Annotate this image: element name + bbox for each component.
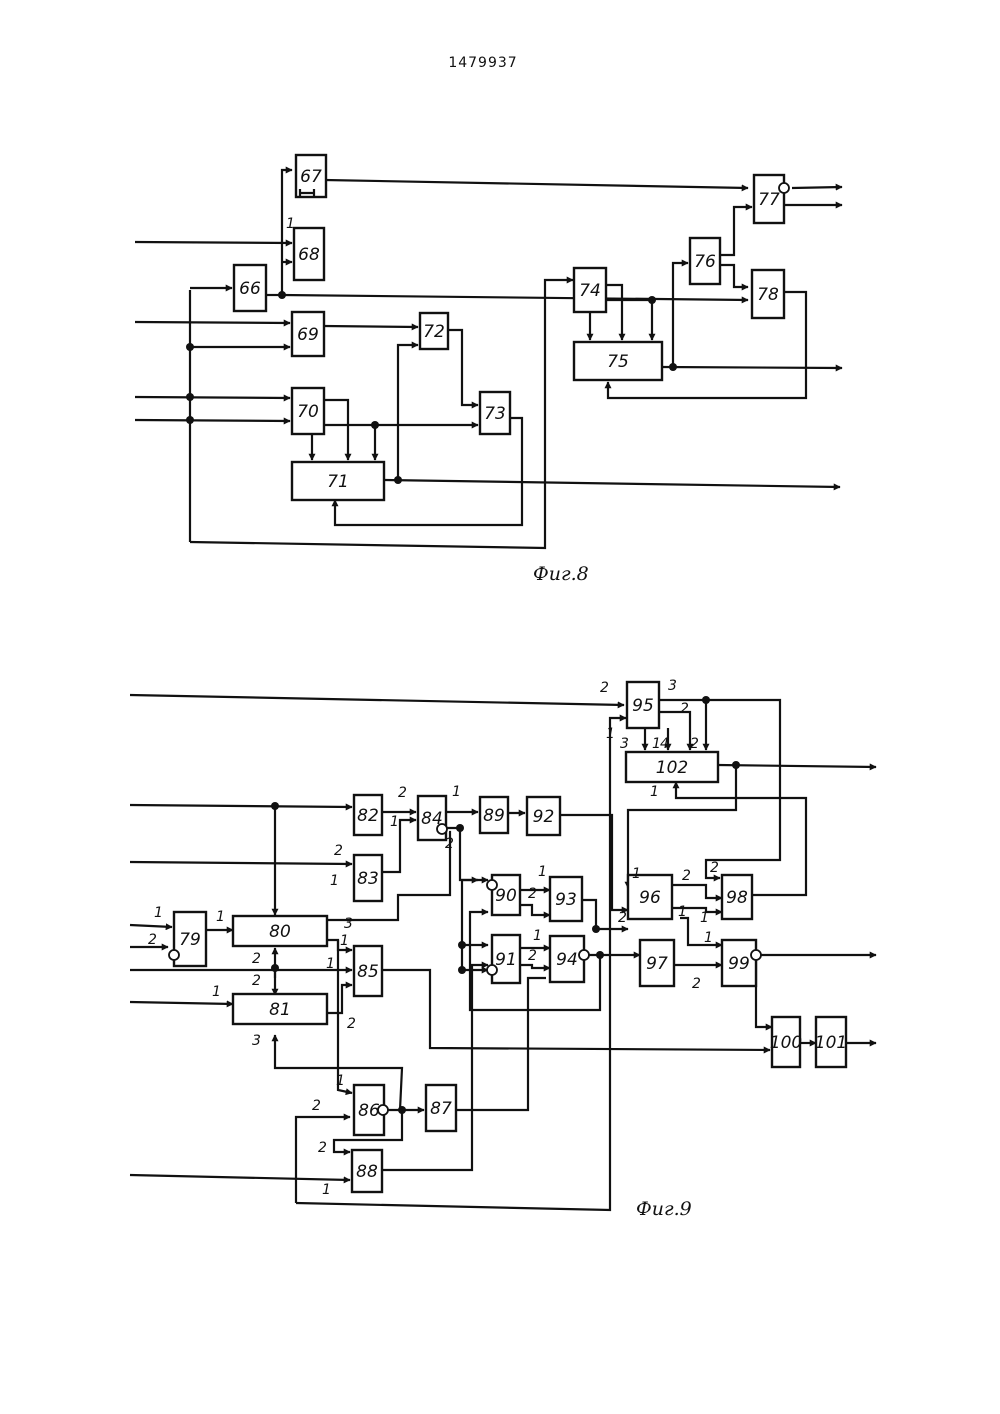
block-label-66: 66 — [239, 279, 261, 299]
svg-text:1: 1 — [632, 866, 641, 882]
block-label-76: 76 — [694, 252, 716, 272]
svg-text:2: 2 — [692, 976, 701, 992]
block-label-86: 86 — [358, 1101, 380, 1121]
svg-text:3: 3 — [252, 1033, 261, 1049]
block-label-70: 70 — [297, 402, 319, 422]
svg-text:4: 4 — [660, 736, 669, 752]
svg-text:1: 1 — [650, 784, 659, 800]
block-label-92: 92 — [533, 807, 555, 827]
svg-text:1: 1 — [606, 726, 615, 742]
svg-text:1: 1 — [452, 784, 461, 800]
block-label-93: 93 — [555, 890, 577, 910]
block-label-101: 101 — [815, 1033, 847, 1053]
block-label-69: 69 — [297, 325, 319, 345]
block-label-98: 98 — [726, 888, 748, 908]
svg-text:1: 1 — [216, 909, 225, 925]
svg-text:2: 2 — [347, 1016, 356, 1032]
svg-text:3: 3 — [668, 678, 677, 694]
block-label-79: 79 — [179, 930, 201, 950]
svg-text:1: 1 — [330, 873, 339, 889]
block-label-68: 68 — [298, 245, 320, 265]
block-label-67: 67 — [300, 167, 322, 187]
svg-text:2: 2 — [682, 868, 691, 884]
figure-8: 66 67 68 69 70 71 72 73 74 75 76 77 78 1 Фиг.8 — [135, 155, 842, 585]
block-label-94: 94 — [556, 950, 578, 970]
svg-text:2: 2 — [680, 701, 689, 717]
svg-text:2: 2 — [445, 836, 454, 852]
svg-text:1: 1 — [533, 928, 542, 944]
fig9-blocks: 7980818283848586878889909192939495969798… — [174, 682, 847, 1192]
figure-9: 7980818283848586878889909192939495969798… — [130, 678, 876, 1220]
block-label-89: 89 — [483, 806, 505, 826]
block-label-83: 83 — [357, 869, 379, 889]
svg-text:1: 1 — [322, 1182, 331, 1198]
svg-text:1: 1 — [336, 1073, 345, 1089]
block-label-100: 100 — [770, 1033, 802, 1053]
block-label-85: 85 — [357, 962, 379, 982]
fig8-wires — [135, 170, 842, 548]
block-label-71: 71 — [327, 472, 349, 492]
svg-text:2: 2 — [148, 932, 157, 948]
fig8-blocks: 66 67 68 69 70 71 72 73 74 75 76 77 78 — [234, 155, 784, 500]
svg-text:1: 1 — [154, 905, 163, 921]
svg-text:2: 2 — [690, 736, 699, 752]
block-label-87: 87 — [430, 1099, 452, 1119]
block-label-102: 102 — [656, 758, 688, 778]
block-label-77: 77 — [758, 190, 780, 210]
svg-text:2: 2 — [398, 785, 407, 801]
block-label-73: 73 — [484, 404, 506, 424]
svg-text:2: 2 — [334, 843, 343, 859]
block-label-78: 78 — [757, 285, 779, 305]
block-label-80: 80 — [269, 922, 291, 942]
block-label-81: 81 — [269, 1000, 291, 1020]
block-label-82: 82 — [357, 806, 379, 826]
svg-text:1: 1 — [700, 910, 709, 926]
svg-text:1: 1 — [678, 904, 687, 920]
svg-text:2: 2 — [252, 951, 261, 967]
svg-text:2: 2 — [528, 886, 537, 902]
svg-text:2: 2 — [318, 1140, 327, 1156]
svg-text:1: 1 — [326, 956, 335, 972]
block-label-90: 90 — [495, 886, 517, 906]
svg-text:1: 1 — [704, 930, 713, 946]
svg-text:3: 3 — [620, 736, 629, 752]
svg-text:3: 3 — [344, 916, 353, 932]
block-label-95: 95 — [632, 696, 654, 716]
svg-text:2: 2 — [252, 973, 261, 989]
inverter-bubble-77 — [779, 183, 789, 193]
svg-text:1: 1 — [538, 864, 547, 880]
block-label-99: 99 — [728, 954, 750, 974]
block-label-75: 75 — [607, 352, 629, 372]
block-label-91: 91 — [495, 950, 517, 970]
block-label-74: 74 — [579, 281, 601, 301]
block-label-88: 88 — [356, 1162, 378, 1182]
svg-text:2: 2 — [528, 948, 537, 964]
svg-text:1: 1 — [212, 984, 221, 1000]
patent-number: 1479937 — [448, 55, 517, 71]
svg-text:2: 2 — [312, 1098, 321, 1114]
svg-text:1: 1 — [390, 814, 399, 830]
block-label-72: 72 — [423, 322, 445, 342]
block-label-96: 96 — [639, 888, 661, 908]
pin-label-68: 1 — [286, 216, 295, 232]
svg-text:1: 1 — [340, 933, 349, 949]
block-label-97: 97 — [646, 954, 668, 974]
svg-text:2: 2 — [710, 860, 719, 876]
svg-text:2: 2 — [600, 680, 609, 696]
figure-9-caption: Фиг.9 — [636, 1198, 692, 1220]
svg-text:2: 2 — [618, 910, 627, 926]
figure-8-caption: Фиг.8 — [533, 563, 589, 585]
